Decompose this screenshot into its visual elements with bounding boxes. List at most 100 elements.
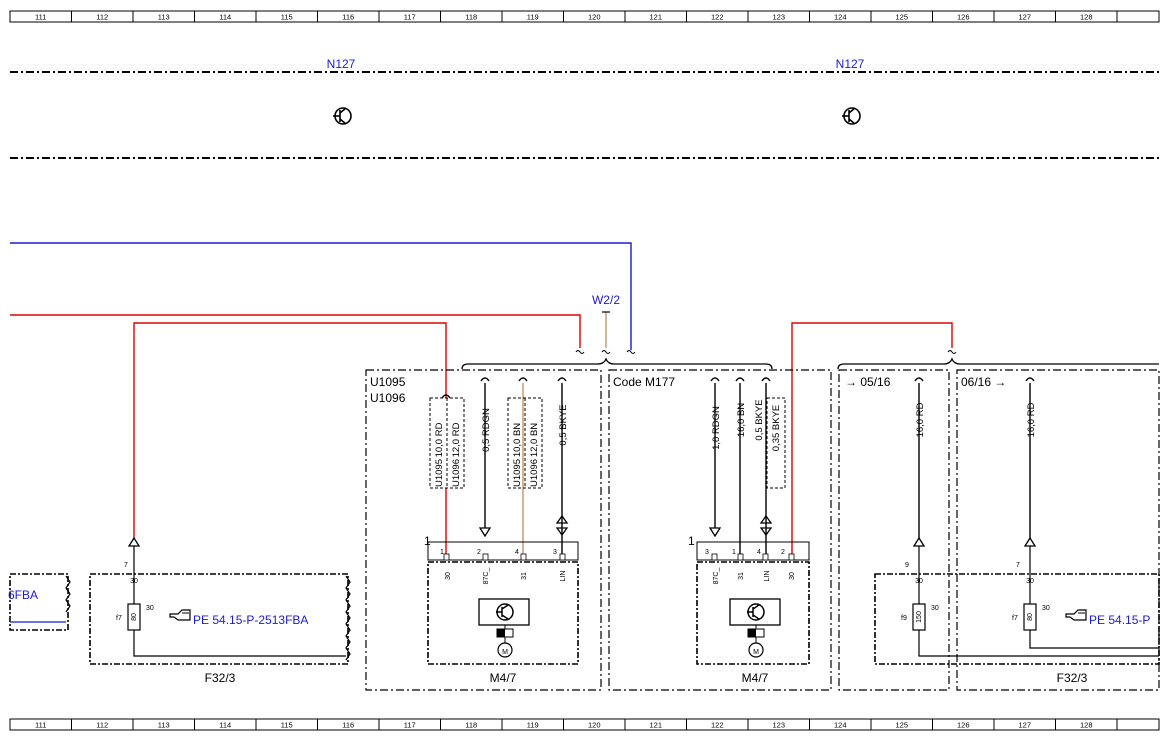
pin-number: 1 [440, 549, 444, 556]
hand-pointer-icon [1065, 609, 1087, 621]
partial-ref-link[interactable]: 6FBA [8, 588, 38, 602]
wire-label: 0,5 BKYE [558, 404, 569, 445]
pin-signal: LIN [560, 571, 567, 582]
ruler-cell-label: 120 [588, 13, 601, 22]
pin-number: 4 [515, 549, 519, 556]
pe-reference-link[interactable]: PE 54.15-P [1089, 613, 1150, 627]
pin-number: 3 [705, 549, 709, 556]
terminal-label: 30 [1026, 578, 1034, 585]
ruler-cell-label: 123 [772, 13, 785, 22]
variant-tag: U1095 [512, 459, 523, 487]
pin-signal: 31 [521, 572, 528, 580]
wire-break-marks [575, 349, 957, 355]
module-frames [365, 369, 1160, 691]
pin-signal: 87C_ [713, 568, 720, 585]
ref-05-16: → 05/16 [845, 375, 891, 389]
m47-label-right: M4/7 [742, 671, 769, 685]
wire-label: 10,0 RD [434, 422, 445, 457]
wire-label: 0,35 BKYE [771, 405, 782, 451]
ruler-cell-label: 117 [404, 13, 416, 22]
m47-label-left: M4/7 [490, 671, 517, 685]
ruler-cell-label: 124 [834, 721, 847, 730]
ruler-cell-label: 126 [957, 721, 970, 730]
ref-06-16: 06/16 → [961, 375, 1006, 389]
transistor-icon [333, 107, 352, 125]
ruler-cell-label: 112 [96, 721, 108, 730]
ruler-cell-label: 113 [158, 721, 170, 730]
pin-number: 3 [553, 549, 557, 556]
terminal-label: 30 [915, 578, 923, 585]
wire-label: 0,5 RDGN [481, 408, 492, 452]
pin-number: 7 [1016, 562, 1020, 569]
harness-bracket [461, 357, 1159, 370]
ruler-cell-label: 126 [957, 13, 970, 22]
ruler-cell-label: 127 [1018, 721, 1031, 730]
variant-tag: U1095 [434, 459, 445, 487]
pin-number: 2 [781, 549, 785, 556]
wire-blue-long [10, 242, 632, 350]
terminal-label: 30 [1042, 605, 1050, 612]
pin-number: 9 [905, 562, 909, 569]
ruler-cell-label: 119 [527, 13, 539, 22]
wire-labels-right: 1,0 RDGN 16,0 BN 0,5 BKYE 0,35 BKYE [711, 399, 782, 451]
ruler-cell-label: 127 [1018, 13, 1031, 22]
ruler-cell-label: 118 [465, 13, 477, 22]
ruler-cell-label: 111 [35, 13, 46, 22]
ruler-cell-label: 117 [404, 721, 416, 730]
variant-tag: U1096 [451, 459, 462, 487]
ruler-cell-label: 120 [588, 721, 601, 730]
code-m177-label: Code M177 [613, 375, 675, 389]
wire-label: 16,0 BN [736, 403, 747, 437]
pin-triangles [127, 514, 1037, 547]
ruler-cell-label: 114 [219, 13, 231, 22]
ruler-cell-label: 123 [772, 721, 785, 730]
ruler-cell-label: 115 [281, 13, 293, 22]
variant-tag: U1096 [529, 459, 540, 487]
wire-label: 12,0 RD [451, 422, 462, 457]
ruler-cell-label: 122 [711, 13, 724, 22]
pin-signal: LIN [764, 571, 771, 582]
connector-number: 1 [424, 534, 431, 548]
fuse-rating: 80 [1027, 613, 1034, 621]
pin-signal: 87C_ [483, 568, 490, 585]
hand-pointer-icon [169, 609, 191, 621]
pin-number: 2 [477, 549, 481, 556]
ruler-cell-label: 116 [342, 13, 354, 22]
ruler-cell-label: 118 [465, 721, 477, 730]
u1096-label: U1096 [370, 391, 406, 405]
f32-3-label-left: F32/3 [205, 671, 236, 685]
fuse-rating: 80 [131, 613, 138, 621]
ruler-cell-label: 121 [649, 13, 662, 22]
wire-brown-w2 [522, 311, 610, 556]
wire-label: 1,0 RDGN [711, 406, 722, 450]
ruler-cell-label: 125 [895, 721, 908, 730]
fuse-id: f7 [116, 615, 122, 622]
ruler-cell-label: 122 [711, 721, 724, 730]
variant-box-dividers [446, 398, 526, 488]
pe-reference-link[interactable]: PE 54.15-P-2513FBA [193, 613, 308, 627]
ruler-cell-label: 128 [1080, 13, 1093, 22]
pin-number: 7 [124, 562, 128, 569]
pin-signal: 30 [445, 572, 452, 580]
fuse-feed-wires [914, 377, 1035, 538]
n127-label-right: N127 [836, 57, 865, 71]
right-module-wires [710, 377, 771, 556]
transistor-icon [747, 603, 765, 621]
connector-number: 1 [688, 534, 695, 548]
wire-label: 12,0 BN [529, 423, 540, 457]
ruler-cell-label: 124 [834, 13, 847, 22]
fuse-rating: 150 [916, 611, 923, 623]
pin-signal: 31 [738, 572, 745, 580]
ruler-cell-label: 116 [342, 721, 354, 730]
ruler-cell-label: 111 [35, 721, 46, 730]
fuse-id: f7 [1012, 615, 1018, 622]
motor-m47-right: 1 3 1 4 2 87C_ 31 LIN 30 M M4/7 [688, 534, 810, 685]
terminal-label: 30 [130, 578, 138, 585]
left-module-wires [441, 377, 567, 556]
transistor-icon [842, 107, 861, 125]
transistor-icon [496, 603, 514, 621]
pin-signal: 30 [789, 572, 796, 580]
ruler-cell-label: 121 [649, 721, 662, 730]
ruler-cell-label: 119 [527, 721, 539, 730]
